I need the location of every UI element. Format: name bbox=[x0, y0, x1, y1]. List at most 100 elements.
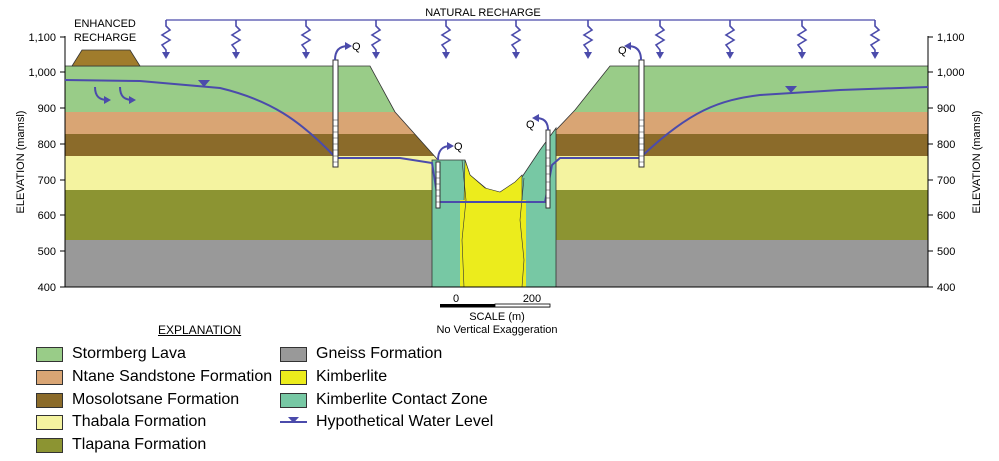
recharge-arrow bbox=[724, 20, 736, 54]
left-strata bbox=[65, 66, 438, 287]
legend-label: Thabala Formation bbox=[72, 413, 207, 430]
legend-swatch bbox=[280, 369, 307, 385]
legend-swatch bbox=[36, 369, 63, 385]
recharge-arrow bbox=[370, 20, 382, 54]
recharge-arrowhead bbox=[162, 52, 170, 59]
discharge-arrowhead bbox=[345, 42, 352, 50]
scale-label: SCALE (m) bbox=[469, 311, 525, 323]
legend-item: Gneiss Formation bbox=[280, 345, 442, 363]
ntane-sandstone-layer-left bbox=[65, 112, 438, 134]
gneiss-layer-right bbox=[556, 240, 928, 287]
recharge-arrow bbox=[300, 20, 312, 54]
recharge-arrowhead bbox=[512, 52, 520, 59]
recharge-arrow bbox=[230, 20, 242, 54]
discharge-arrowhead bbox=[447, 142, 454, 150]
right-strata bbox=[556, 66, 928, 287]
water-level-marker bbox=[785, 86, 797, 93]
scale-note: No Vertical Exaggeration bbox=[436, 324, 557, 336]
y-axis-title-right: ELEVATION (mamsl) bbox=[971, 111, 983, 214]
y-axis-title-left: ELEVATION (mamsl) bbox=[15, 111, 27, 214]
recharge-arrow bbox=[796, 20, 808, 54]
mosolotsane-layer-right bbox=[556, 134, 928, 156]
tlapana-layer-right bbox=[556, 190, 928, 240]
legend-label: Kimberlite bbox=[316, 368, 388, 385]
well-screens bbox=[333, 119, 644, 203]
legend-title: EXPLANATION bbox=[158, 323, 242, 337]
gneiss-layer-left bbox=[65, 240, 438, 287]
legend-label: Hypothetical Water Level bbox=[316, 413, 494, 430]
legend-label: Gneiss Formation bbox=[316, 345, 443, 362]
legend-item: Hypothetical Water Level bbox=[280, 413, 493, 431]
legend-item: Stormberg Lava bbox=[36, 345, 186, 363]
discharge-arrowhead bbox=[624, 42, 631, 50]
recharge-arrowhead bbox=[798, 52, 806, 59]
recharge-arrowhead bbox=[871, 52, 879, 59]
y-tick-label-right: 900 bbox=[937, 103, 955, 115]
natural-recharge-label: NATURAL RECHARGE bbox=[425, 7, 541, 19]
legend-item: Mosolotsane Formation bbox=[36, 391, 239, 409]
legend-item: Kimberlite Contact Zone bbox=[280, 391, 488, 409]
right-ticks bbox=[928, 36, 933, 288]
y-tick-label-left: 700 bbox=[38, 175, 56, 187]
legend-label: Stormberg Lava bbox=[72, 345, 186, 362]
recharge-arrow bbox=[510, 20, 522, 54]
y-tick-label-right: 800 bbox=[937, 139, 955, 151]
pit-right-contact bbox=[519, 177, 525, 288]
thabala-layer-left bbox=[65, 156, 438, 190]
y-tick-label-right: 400 bbox=[937, 282, 955, 294]
water-level-swatch bbox=[280, 416, 307, 423]
legend-item: Kimberlite bbox=[280, 368, 387, 386]
recharge-arrows bbox=[160, 20, 881, 59]
scale-bar: 0 200 SCALE (m) No Vertical Exaggeration bbox=[436, 293, 557, 336]
recharge-arrowhead bbox=[302, 52, 310, 59]
recharge-arrowhead bbox=[442, 52, 450, 59]
scale-tick-start: 0 bbox=[453, 293, 459, 305]
y-tick-label-right: 700 bbox=[937, 175, 955, 187]
enhanced-recharge-mound bbox=[71, 49, 141, 67]
legend-item: Thabala Formation bbox=[36, 413, 206, 431]
pit-left-contact bbox=[461, 159, 467, 288]
well-pit-left bbox=[435, 161, 441, 209]
legend-label: Mosolotsane Formation bbox=[72, 391, 240, 408]
seepage-arrowhead bbox=[104, 96, 111, 104]
legend-swatch bbox=[36, 437, 63, 453]
discharge-label-q: Q bbox=[454, 141, 463, 153]
legend-label: Ntane Sandstone Formation bbox=[72, 368, 273, 385]
legend-item: Tlapana Formation bbox=[36, 436, 206, 454]
legend-swatch bbox=[280, 392, 307, 408]
thabala-layer-right bbox=[556, 156, 928, 190]
y-tick-label-right: 1,100 bbox=[937, 32, 965, 44]
discharge-label-q: Q bbox=[352, 41, 361, 53]
recharge-arrowhead bbox=[584, 52, 592, 59]
legend-label: Tlapana Formation bbox=[72, 436, 207, 453]
seepage-arrowhead bbox=[129, 96, 136, 104]
legend-item: Ntane Sandstone Formation bbox=[36, 368, 272, 386]
legend-swatch bbox=[36, 346, 63, 362]
pit-bottom-fill bbox=[460, 200, 526, 287]
recharge-arrow bbox=[582, 20, 594, 54]
y-tick-label-left: 600 bbox=[38, 210, 56, 222]
terrain-outline bbox=[65, 65, 928, 161]
recharge-arrow bbox=[654, 20, 666, 54]
discharge-label-q: Q bbox=[618, 45, 627, 57]
legend-swatch bbox=[36, 414, 63, 430]
well-left bbox=[332, 59, 339, 168]
y-tick-label-left: 900 bbox=[38, 103, 56, 115]
ntane-sandstone-layer-right bbox=[556, 112, 928, 134]
legend-swatch bbox=[36, 392, 63, 408]
left-ticks bbox=[60, 36, 65, 288]
recharge-arrowhead bbox=[656, 52, 664, 59]
enhanced-recharge-label-2: RECHARGE bbox=[74, 32, 136, 44]
legend-swatch bbox=[280, 346, 307, 362]
recharge-arrowhead bbox=[726, 52, 734, 59]
legend-label: Kimberlite Contact Zone bbox=[316, 391, 488, 408]
water-level-marker bbox=[198, 80, 210, 87]
scale-tick-end: 200 bbox=[523, 293, 541, 305]
recharge-arrow bbox=[440, 20, 452, 54]
y-tick-label-right: 500 bbox=[937, 246, 955, 258]
mosolotsane-layer-left bbox=[65, 134, 438, 156]
well-pit-right bbox=[545, 129, 551, 209]
discharge-label-q: Q bbox=[526, 119, 535, 131]
y-tick-label-left: 1,000 bbox=[28, 67, 56, 79]
